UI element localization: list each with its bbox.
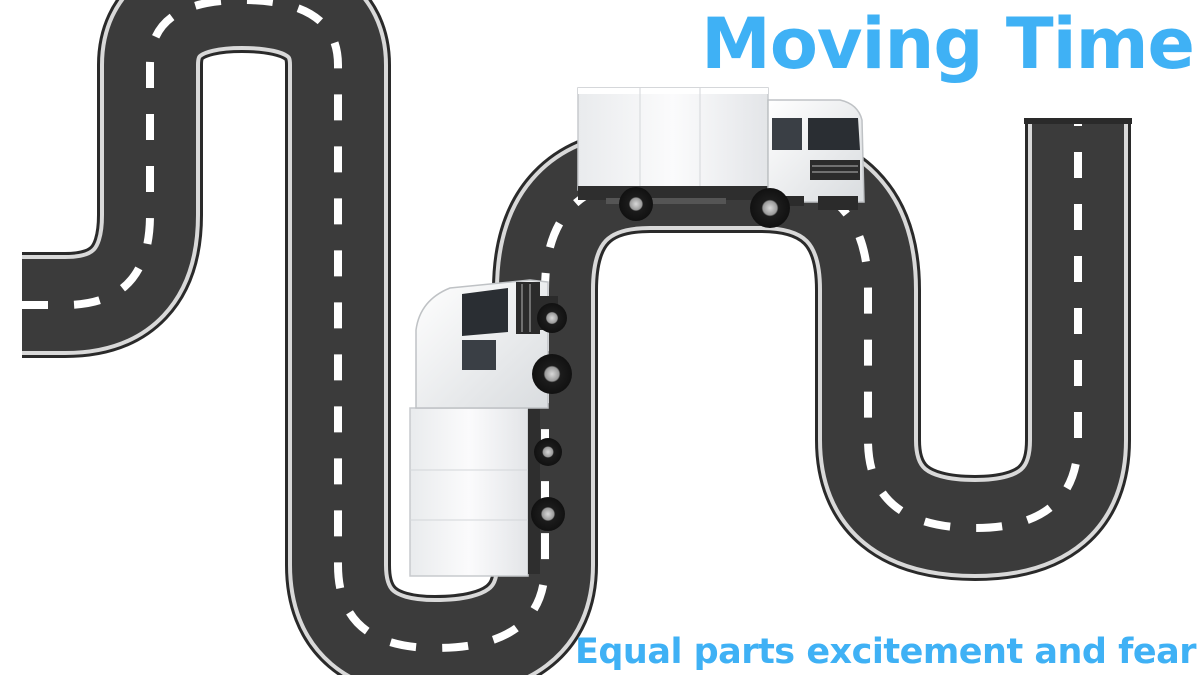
box-truck-upright-icon (577, 87, 865, 228)
page-title: Moving Time (701, 3, 1195, 85)
winding-road (12, 0, 1132, 675)
road-lane-dashes (22, 0, 1082, 653)
road-end-cap (1024, 118, 1132, 124)
page-subtitle: Equal parts excitement and fear (574, 632, 1197, 672)
box-truck-rotated-icon (409, 279, 572, 577)
